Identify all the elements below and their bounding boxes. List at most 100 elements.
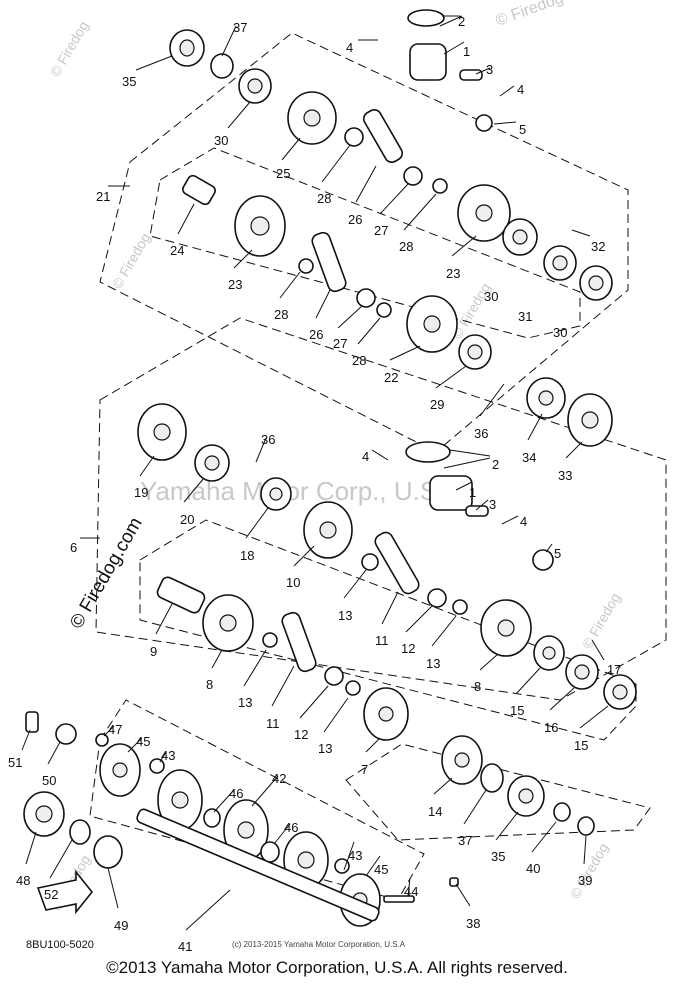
callout-8: 8: [206, 677, 213, 692]
callout-22: 22: [384, 370, 398, 385]
callout-28: 28: [399, 239, 413, 254]
callout-2: 2: [492, 457, 499, 472]
callout-42: 42: [272, 771, 286, 786]
callout-23: 23: [228, 277, 242, 292]
watermark-site: © Firedog.com: [66, 514, 147, 633]
callout-38: 38: [466, 916, 480, 931]
diagram-code: 8BU100-5020: [26, 939, 94, 951]
callout-10: 10: [286, 575, 300, 590]
callout-13: 13: [338, 608, 352, 623]
assembly-21-boundary: [99, 32, 629, 453]
watermark-lower-right: © Firedog: [579, 590, 624, 651]
callout-27: 27: [374, 223, 388, 238]
callout-49: 49: [114, 918, 128, 933]
callout-36: 36: [261, 432, 275, 447]
clutch-assembly-boundary-left: [89, 699, 425, 901]
callout-18: 18: [240, 548, 254, 563]
watermark-top-right: © Firedog: [494, 0, 566, 30]
callout-11: 11: [375, 633, 389, 648]
callout-29: 29: [430, 397, 444, 412]
callout-13: 13: [238, 695, 252, 710]
callout-36: 36: [474, 426, 488, 441]
callout-5: 5: [519, 122, 526, 137]
callout-12: 12: [294, 727, 308, 742]
bearing-assembly-boundary: [345, 743, 651, 841]
callout-47: 47: [108, 722, 122, 737]
callout-37: 37: [458, 833, 472, 848]
callout-13: 13: [426, 656, 440, 671]
callout-4: 4: [346, 40, 353, 55]
callout-37: 37: [233, 20, 247, 35]
callout-27: 27: [333, 336, 347, 351]
callout-35: 35: [122, 74, 136, 89]
callout-25: 25: [276, 166, 290, 181]
callout-15: 15: [574, 738, 588, 753]
callout-4: 4: [520, 514, 527, 529]
callout-14: 14: [428, 804, 442, 819]
callout-3: 3: [486, 62, 493, 77]
callout-numbers: 1234453537302528262728212423233032313028…: [8, 14, 621, 954]
watermark-main: Yamaha Motor Corp., U.S.A.: [140, 476, 469, 506]
callout-28: 28: [274, 307, 288, 322]
copyright-footer: ©2013 Yamaha Motor Corporation, U.S.A. A…: [106, 958, 568, 977]
callout-51: 51: [8, 755, 22, 770]
callout-30: 30: [214, 133, 228, 148]
callout-28: 28: [352, 353, 366, 368]
crank-inner-boundary-lower: [139, 519, 637, 741]
callout-26: 26: [309, 327, 323, 342]
callout-46: 46: [229, 786, 243, 801]
callout-30: 30: [553, 325, 567, 340]
callout-33: 33: [558, 468, 572, 483]
callout-41: 41: [178, 939, 192, 954]
callout-4: 4: [517, 82, 524, 97]
callout-46: 46: [284, 820, 298, 835]
callout-15: 15: [510, 703, 524, 718]
callout-16: 16: [544, 720, 558, 735]
watermark-upper-mid: © Firedog: [109, 230, 154, 291]
assembly-6-boundary: [95, 317, 667, 701]
callout-30: 30: [484, 289, 498, 304]
callout-3: 3: [489, 497, 496, 512]
callout-13: 13: [318, 741, 332, 756]
callout-9: 9: [150, 644, 157, 659]
callout-5: 5: [554, 546, 561, 561]
callout-31: 31: [518, 309, 532, 324]
callout-19: 19: [134, 485, 148, 500]
callout-34: 34: [522, 450, 536, 465]
callout-45: 45: [136, 734, 150, 749]
part-shapes: [23, 9, 637, 927]
callout-44: 44: [404, 884, 418, 899]
watermark-top-left: © Firedog: [47, 18, 92, 79]
callout-11: 11: [266, 716, 280, 731]
watermark-bottom-right: © Firedog: [567, 840, 612, 901]
callout-23: 23: [446, 266, 460, 281]
callout-17: 17: [607, 662, 621, 677]
callout-4: 4: [362, 449, 369, 464]
callout-50: 50: [42, 773, 56, 788]
callout-48: 48: [16, 873, 30, 888]
callout-8: 8: [474, 679, 481, 694]
callout-7: 7: [361, 762, 368, 777]
callout-43: 43: [348, 848, 362, 863]
callout-39: 39: [578, 873, 592, 888]
callout-26: 26: [348, 212, 362, 227]
callout-21: 21: [96, 189, 110, 204]
leader-lines: [21, 15, 609, 931]
diagram-fine-print: (c) 2013-2015 Yamaha Motor Corporation, …: [232, 940, 406, 949]
callout-1: 1: [469, 485, 476, 500]
callout-32: 32: [591, 239, 605, 254]
callout-52: 52: [44, 887, 58, 902]
front-arrow-icon: [36, 869, 94, 915]
callout-6: 6: [70, 540, 77, 555]
callout-1: 1: [463, 44, 470, 59]
callout-43: 43: [161, 748, 175, 763]
callout-2: 2: [458, 14, 465, 29]
crank-inner-boundary-upper: [149, 147, 581, 339]
callout-45: 45: [374, 862, 388, 877]
callout-12: 12: [401, 641, 415, 656]
callout-35: 35: [491, 849, 505, 864]
callout-20: 20: [180, 512, 194, 527]
callout-40: 40: [526, 861, 540, 876]
callout-24: 24: [170, 243, 184, 258]
